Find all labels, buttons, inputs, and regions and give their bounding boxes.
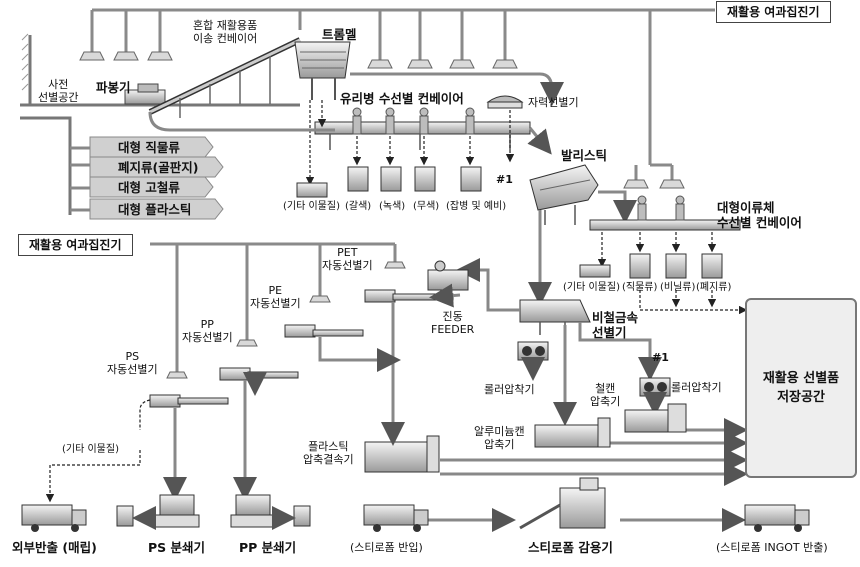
pp-crusher-label: PP 분쇄기 [239, 540, 297, 555]
ps-sorter-label: PS 자동선별기 [107, 350, 158, 376]
large-item-plastic: 대형 플라스틱 [118, 202, 192, 217]
large-item-branches [70, 111, 335, 212]
glass-sort-conveyor [314, 107, 531, 150]
pp-sorter-label: PP 자동선별기 [182, 318, 233, 344]
pe-sorter-label: PE 자동선별기 [250, 284, 301, 310]
steel-can-compactor [624, 403, 687, 433]
aluminum-can-compactor [534, 417, 611, 448]
optical-sorter-lines [149, 289, 454, 408]
sorter-flows [163, 283, 461, 501]
truck-styro-out [744, 504, 810, 532]
large-conveyor-label: 대형이류체 수선별 컨베이어 [717, 200, 802, 230]
top-dust-collector-label: 재활용 여과집진기 [716, 1, 831, 23]
large-bin-paper: (폐지류) [696, 282, 732, 293]
pet-sorter-label: PET 자동선별기 [322, 246, 373, 272]
large-item-tags [89, 136, 224, 220]
vibrating-feeder-label: 진동 FEEDER [431, 310, 475, 336]
aluminum-compactor-label: 알루미늄캔 압축기 [474, 425, 525, 451]
hoods [79, 51, 685, 189]
large-items-sort-conveyor [589, 195, 741, 231]
glass-bin-clear: (무색) [413, 201, 440, 212]
styro-reducer-label: 스티로폼 감용기 [528, 540, 613, 555]
left-duct-network [150, 242, 397, 372]
mixed-recyclables-conveyor [148, 37, 302, 118]
bag-opener-label: 파봉기 [96, 80, 131, 95]
top-duct-network [90, 8, 715, 180]
glass-bin-brown: (갈색) [345, 201, 372, 212]
large-bin-textile: (직물류) [622, 282, 658, 293]
ps-crusher-machine [154, 494, 200, 528]
storage-area: 재활용 선별품 저장공간 [745, 298, 857, 478]
ps-output-bin [116, 505, 134, 527]
large-bins [579, 253, 723, 279]
steel-can-compactor-label: 철캔 압축기 [590, 382, 621, 408]
glass-bin-green: (녹색) [379, 201, 406, 212]
styro-out-label: (스티로폼 INGOT 반출) [716, 541, 828, 554]
mixed-conveyor-label: 혼합 재활용품 이송 컨베이어 [193, 19, 258, 45]
magnetic-separator-label: 자력선별기 [528, 96, 579, 109]
trommel-overflow-flow [350, 72, 564, 106]
bag-opener-machine [124, 83, 166, 105]
large-item-paper: 폐지류(골판지) [118, 160, 199, 175]
external-disposal-label: 외부반출 (매립) [12, 540, 97, 555]
glass-bin-mixed: (잡병 및 예비) [446, 201, 507, 212]
ballistic-separator [529, 164, 599, 225]
trommel-machine [294, 41, 351, 100]
ps-crusher-label: PS 분쇄기 [148, 540, 206, 555]
eddy-current-label: 비철금속 선별기 [592, 310, 639, 340]
large-item-textile: 대형 직물류 [118, 140, 180, 155]
vibrating-feeder [427, 260, 469, 291]
styro-reducer-machine [519, 477, 606, 530]
pre-sort-space-label: 사전 선별공간 [38, 78, 79, 104]
other-foreign-label: (기타 이물질) [62, 444, 119, 455]
roller-compactor-left [517, 341, 549, 361]
roller-compactor-right-label: 롤러압착기 [671, 381, 722, 394]
roller-compactor-left-label: 롤러압착기 [484, 383, 535, 396]
glass-bin-other: (기타 이물질) [283, 201, 340, 212]
large-item-metal: 대형 고철류 [118, 180, 180, 195]
large-bin-vinyl: (비닐류) [660, 282, 696, 293]
marker-1-top: #1 [496, 173, 513, 186]
truck-styro-in [363, 504, 429, 532]
trommel-label: 트롬멜 [322, 27, 357, 42]
glass-bins [296, 166, 482, 198]
glass-conveyor-label: 유리병 수선별 컨베이어 [340, 91, 464, 106]
plastic-baler [364, 435, 440, 473]
roller-compactor-right [639, 377, 671, 397]
plastic-baler-label: 플라스틱 압축결속기 [303, 440, 354, 466]
large-bin-other: (기타 이물질) [563, 282, 620, 293]
magnetic-separator [486, 95, 524, 109]
marker-1-bottom: #1 [652, 351, 669, 364]
styro-in-label: (스티로폼 반입) [350, 541, 423, 554]
pp-output-bin [293, 505, 311, 527]
pp-crusher-machine [230, 494, 276, 528]
truck-external [21, 504, 87, 532]
ballistic-label: 발리스틱 [561, 148, 608, 163]
left-dust-collector-label: 재활용 여과집진기 [18, 234, 133, 256]
